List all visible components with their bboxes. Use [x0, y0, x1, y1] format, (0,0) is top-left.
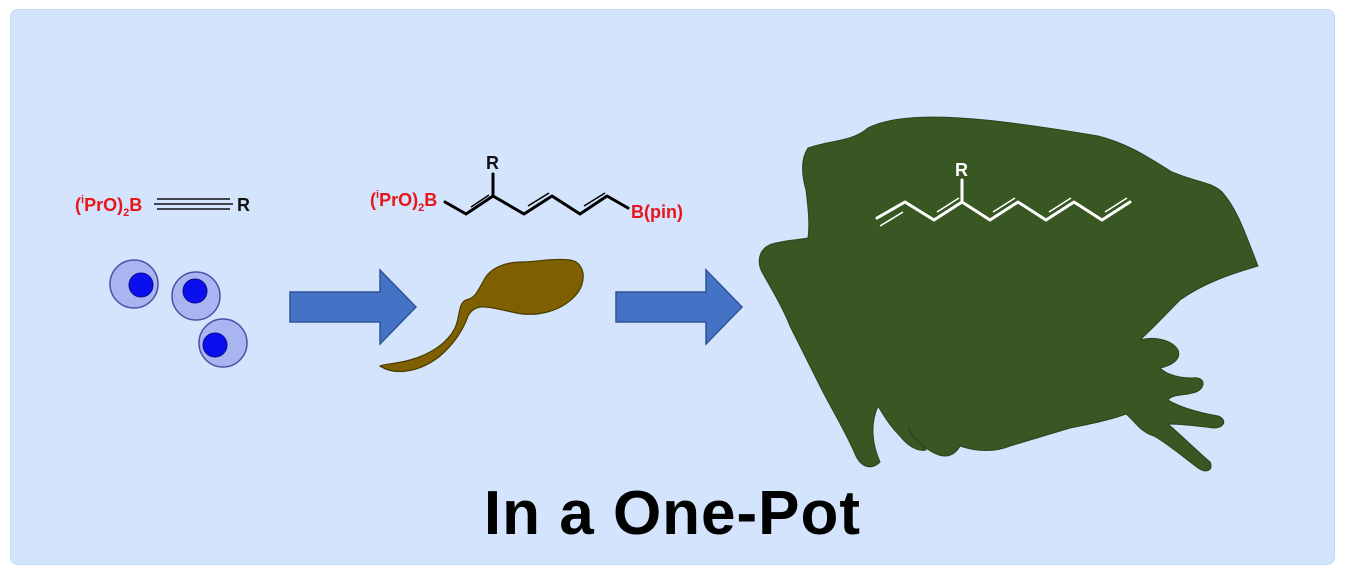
stage1-paren: ( [75, 195, 81, 215]
tadpole-icon [378, 258, 584, 373]
svg-text:(iPrO)2B: (iPrO)2B [370, 189, 437, 214]
stage3-r-label: R [955, 160, 968, 180]
stage2-r-label: R [486, 153, 499, 173]
stage1-pro: PrO) [84, 195, 123, 215]
stage1-subscript: 2 [123, 207, 129, 219]
svg-text:(iPrO)2B: (iPrO)2B [75, 194, 142, 219]
caption-title: In a One-Pot [483, 479, 862, 548]
polyene-bonds [875, 178, 1132, 222]
egg [109, 259, 159, 309]
frog-eggs-icon [109, 259, 248, 368]
arrow-right-icon [289, 268, 418, 346]
arrow-right-icon [615, 268, 744, 346]
stage1-r-label: R [237, 195, 250, 215]
stage2-subscript: 2 [418, 202, 424, 214]
stage1-boron: B [129, 195, 142, 215]
stage2-pro: PrO) [379, 190, 418, 210]
egg [198, 318, 248, 368]
stage2-paren: ( [370, 190, 376, 210]
double-bond-lines [879, 197, 1128, 227]
stage2-bpin-label: B(pin) [631, 202, 683, 222]
egg [171, 271, 221, 321]
stage1-superscript: i [81, 194, 84, 206]
alkyne-bond [154, 198, 233, 210]
stage1-molecule: (iPrO)2B R [75, 194, 250, 219]
stage2-superscript: i [376, 189, 379, 201]
frog-icon [758, 116, 1259, 472]
stage2-molecule: (iPrO)2B R B(pin) [370, 153, 683, 222]
stage2-boron: B [424, 190, 437, 210]
stage3-molecule: R [875, 160, 1132, 227]
double-bond-lines [470, 192, 606, 208]
polyene-bonds [443, 172, 630, 216]
